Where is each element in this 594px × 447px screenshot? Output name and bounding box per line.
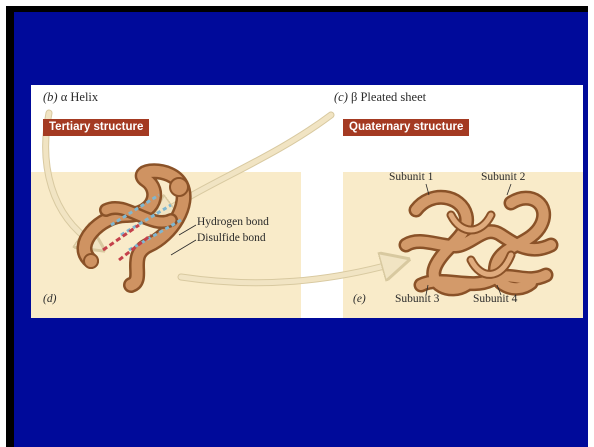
label-subunit-1: Subunit 1 [389,171,433,183]
label-subunit-2: Subunit 2 [481,171,525,183]
caption-beta-pleated-sheet: (c) β Pleated sheet [334,90,426,105]
label-subunit-3: Subunit 3 [395,293,439,305]
panel-letter-e: (e) [353,293,366,305]
quaternary-structure-model [406,197,551,289]
label-subunit-4: Subunit 4 [473,293,517,305]
caption-alpha-helix: (b) α Helix [43,90,98,105]
label-disulfide-bond: Disulfide bond [197,232,266,244]
badge-quaternary-structure: Quaternary structure [343,119,469,136]
arrow-tertiary-to-quaternary [181,263,396,283]
badge-tertiary-structure: Tertiary structure [43,119,149,136]
tertiary-structure-model [84,171,188,285]
panel-letter-d: (d) [43,293,56,305]
label-hydrogen-bond: Hydrogen bond [197,216,269,228]
protein-structure-figure: (b) α Helix (c) β Pleated sheet Tertiary… [31,85,583,318]
disulfide-bond-leader [171,240,196,255]
